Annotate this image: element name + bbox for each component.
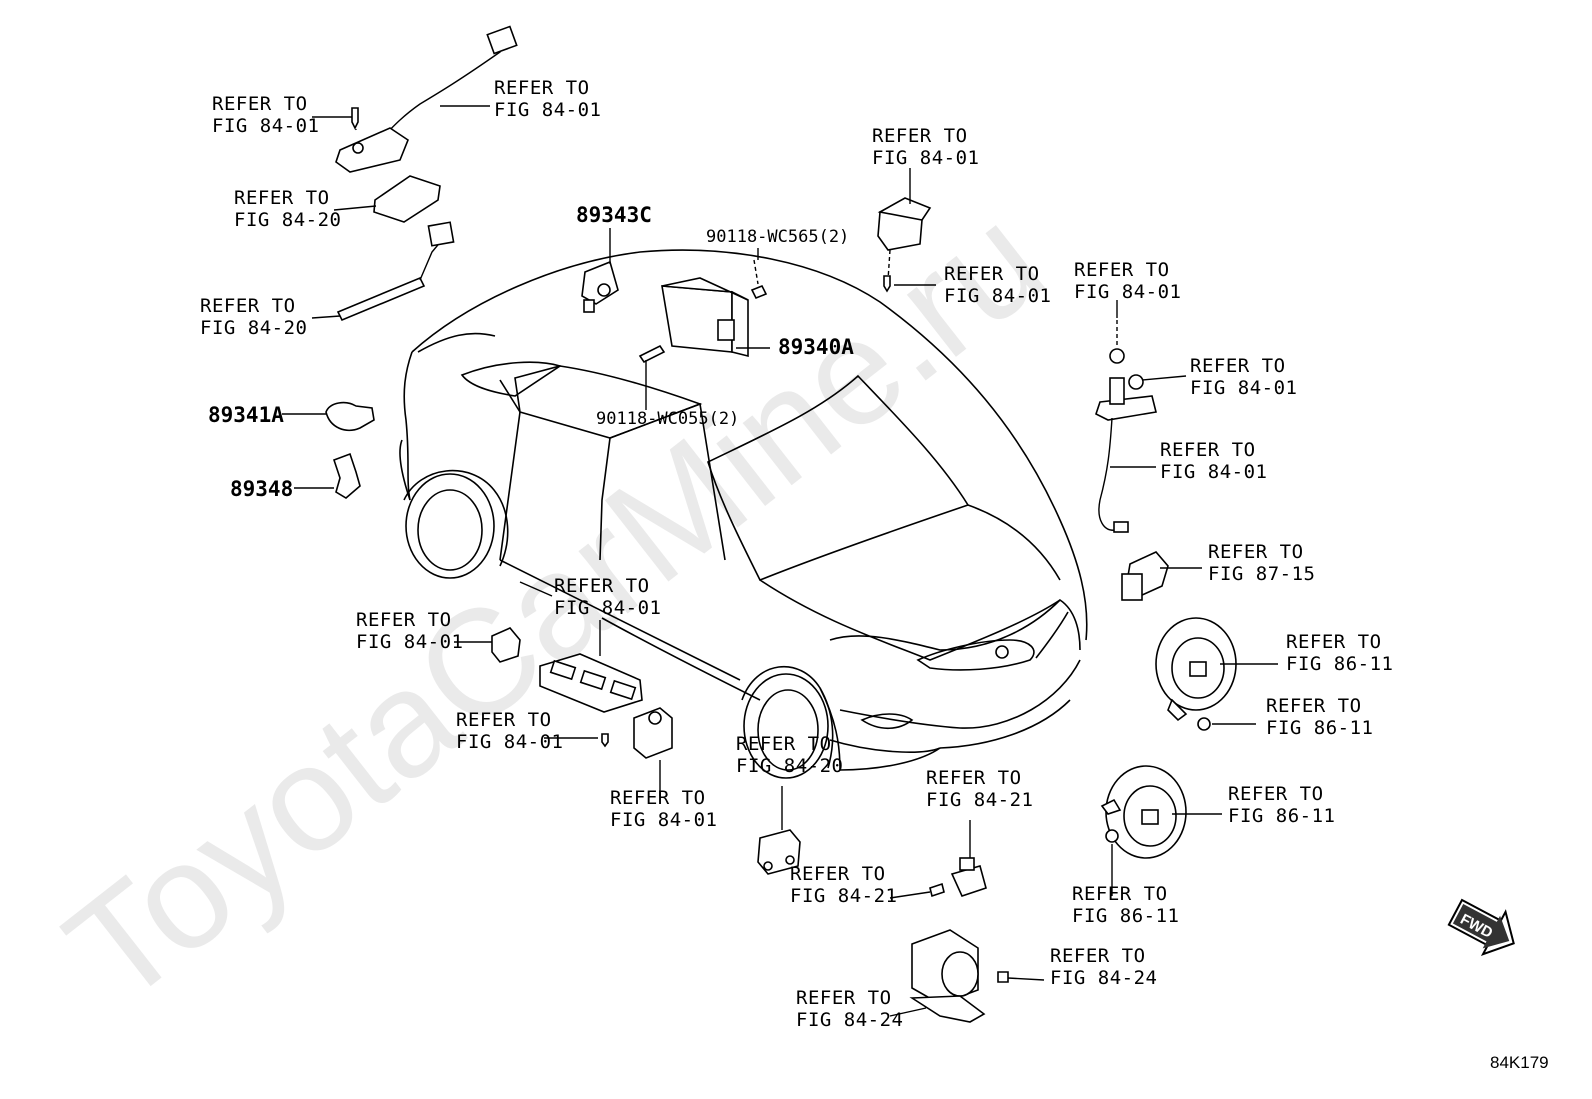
sensor-box-84-20 xyxy=(757,829,801,875)
ref-label-line1: REFER TO xyxy=(1266,695,1362,717)
ref-label-line2: FIG 84-24 xyxy=(796,1009,903,1031)
horn-upper xyxy=(1155,617,1237,731)
ref-label: REFER TO FIG 84-21 xyxy=(926,767,1033,811)
part-number-89348: 89348 xyxy=(230,477,293,501)
ref-label-line2: FIG 86-11 xyxy=(1228,805,1335,827)
ref-label-line1: REFER TO xyxy=(926,767,1022,789)
ref-label-line1: REFER TO xyxy=(212,93,308,115)
ecu-89340a xyxy=(638,259,768,364)
ref-label-line1: REFER TO xyxy=(796,987,892,1009)
ref-label: REFER TO FIG 84-24 xyxy=(1050,945,1157,989)
ref-label-line1: REFER TO xyxy=(1286,631,1382,653)
ref-label: REFER TO FIG 84-21 xyxy=(790,863,897,907)
ref-label-line1: REFER TO xyxy=(494,77,590,99)
ref-label-line1: REFER TO xyxy=(1208,541,1304,563)
ref-label-line1: REFER TO xyxy=(1228,783,1324,805)
ref-label-line2: FIG 84-01 xyxy=(356,631,463,653)
ref-label-line1: REFER TO xyxy=(356,609,452,631)
ref-label-line2: FIG 84-01 xyxy=(1190,377,1297,399)
ref-label-line1: REFER TO xyxy=(200,295,296,317)
part-number-89341a: 89341A xyxy=(208,403,284,427)
fwd-arrow-icon: FWD xyxy=(1447,898,1515,957)
sensor-89343c xyxy=(581,260,619,313)
ref-label-line1: REFER TO xyxy=(554,575,650,597)
ref-label-line2: FIG 86-11 xyxy=(1072,905,1179,927)
ref-label-line2: FIG 84-01 xyxy=(610,809,717,831)
ref-label-line2: FIG 84-20 xyxy=(200,317,307,339)
ref-label: REFER TO FIG 86-11 xyxy=(1072,883,1179,927)
ref-label: REFER TO FIG 84-20 xyxy=(736,733,843,777)
ref-label: REFER TO FIG 84-01 xyxy=(610,787,717,831)
ref-label: REFER TO FIG 84-20 xyxy=(200,295,307,339)
ref-label-line2: FIG 84-01 xyxy=(944,285,1051,307)
ref-label: REFER TO FIG 84-01 xyxy=(1074,259,1181,303)
ref-label-line1: REFER TO xyxy=(872,125,968,147)
right-sensor-87-15 xyxy=(1121,551,1169,601)
cable-sensor-component xyxy=(335,25,518,173)
ref-label: REFER TO FIG 84-01 xyxy=(1160,439,1267,483)
bracket-89348 xyxy=(332,452,361,499)
ref-label: REFER TO FIG 84-01 xyxy=(554,575,661,619)
ref-label-line2: FIG 84-01 xyxy=(872,147,979,169)
ref-label: REFER TO FIG 84-20 xyxy=(234,187,341,231)
bolt-number-wc055: 90118-WC055(2) xyxy=(596,409,739,429)
ref-label: REFER TO FIG 84-01 xyxy=(494,77,601,121)
ref-label-line1: REFER TO xyxy=(790,863,886,885)
ref-label-line2: FIG 84-01 xyxy=(554,597,661,619)
horn-lower xyxy=(1100,765,1187,859)
ref-label-line1: REFER TO xyxy=(1160,439,1256,461)
small-module-component xyxy=(373,175,441,223)
right-cable-sensor xyxy=(1095,320,1157,533)
part-89341a xyxy=(325,401,375,432)
buzzer-84-24 xyxy=(909,929,1009,1023)
figure-id: 84K179 xyxy=(1490,1053,1549,1072)
ref-label-line2: FIG 84-24 xyxy=(1050,967,1157,989)
vehicle-outline xyxy=(399,249,1088,779)
ref-label-line2: FIG 86-11 xyxy=(1286,653,1393,675)
ref-label: REFER TO FIG 84-01 xyxy=(1190,355,1297,399)
ref-label-line1: REFER TO xyxy=(1050,945,1146,967)
ref-label: REFER TO FIG 84-01 xyxy=(872,125,979,169)
ref-label-line2: FIG 84-21 xyxy=(926,789,1033,811)
ref-label-line2: FIG 84-20 xyxy=(234,209,341,231)
ref-label: REFER TO FIG 87-15 xyxy=(1208,541,1315,585)
ref-label-line1: REFER TO xyxy=(944,263,1040,285)
window-switch-cluster xyxy=(539,653,643,748)
ref-label-line1: REFER TO xyxy=(1074,259,1170,281)
switch-component-top xyxy=(877,197,932,293)
ref-label-line1: REFER TO xyxy=(736,733,832,755)
ref-label-line2: FIG 84-01 xyxy=(494,99,601,121)
ref-label: REFER TO FIG 86-11 xyxy=(1266,695,1373,739)
leader-lines xyxy=(282,105,1278,1017)
ref-label: REFER TO FIG 84-24 xyxy=(796,987,903,1031)
ref-label: REFER TO FIG 86-11 xyxy=(1228,783,1335,827)
ref-label-line1: REFER TO xyxy=(1072,883,1168,905)
ref-label-line2: FIG 84-01 xyxy=(456,731,563,753)
ref-label-line1: REFER TO xyxy=(234,187,330,209)
bolt-number-wc565: 90118-WC565(2) xyxy=(706,227,849,247)
part-number-89343c: 89343C xyxy=(576,203,652,227)
small-switch-left xyxy=(491,627,521,663)
ref-label: REFER TO FIG 84-01 xyxy=(456,709,563,753)
ref-label-line2: FIG 86-11 xyxy=(1266,717,1373,739)
ref-label-line2: FIG 84-21 xyxy=(790,885,897,907)
sensor-84-21 xyxy=(929,857,987,898)
ref-label: REFER TO FIG 84-01 xyxy=(944,263,1051,307)
ref-label-line2: FIG 84-01 xyxy=(1160,461,1267,483)
ref-label-line1: REFER TO xyxy=(1190,355,1286,377)
ref-label-line1: REFER TO xyxy=(610,787,706,809)
switch-component-lower xyxy=(633,707,673,759)
ref-label-line2: FIG 84-01 xyxy=(1074,281,1181,303)
ref-label-line2: FIG 84-01 xyxy=(212,115,319,137)
ref-label: REFER TO FIG 84-01 xyxy=(356,609,463,653)
ref-label-line2: FIG 87-15 xyxy=(1208,563,1315,585)
part-number-89340a: 89340A xyxy=(778,335,854,359)
ref-label: REFER TO FIG 86-11 xyxy=(1286,631,1393,675)
ref-label: REFER TO FIG 84-01 xyxy=(212,93,319,137)
ref-label-line2: FIG 84-20 xyxy=(736,755,843,777)
ref-label-line1: REFER TO xyxy=(456,709,552,731)
rod-sensor-component xyxy=(336,221,455,322)
